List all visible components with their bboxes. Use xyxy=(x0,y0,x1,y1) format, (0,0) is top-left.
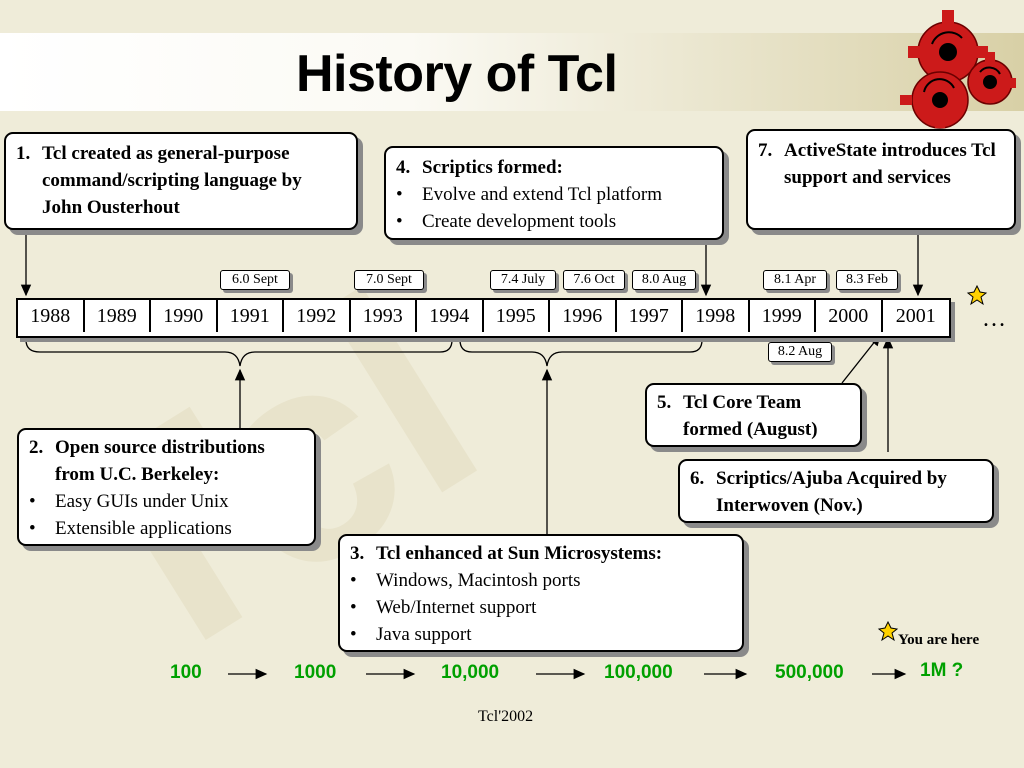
event-number: 5. xyxy=(657,392,672,413)
footer-text: Tcl'2002 xyxy=(478,708,534,725)
timeline-year: 1995 xyxy=(484,300,550,332)
timeline-year: 1988 xyxy=(18,300,85,332)
growth-value: 1M ? xyxy=(920,660,964,681)
release-tag: 8.1 Apr xyxy=(763,270,827,290)
release-tag: 6.0 Sept xyxy=(220,270,290,290)
growth-value: 100,000 xyxy=(604,662,673,683)
event-text: Scriptics/Ajuba Acquired by Interwoven (… xyxy=(716,468,947,516)
timeline-year: 1990 xyxy=(151,300,218,332)
event-box-6: 6. Scriptics/Ajuba Acquired by Interwoven… xyxy=(678,459,994,523)
timeline-bar: 1988 1989 1990 1991 1992 1993 1994 1995 … xyxy=(16,298,951,338)
bullet-dot: • xyxy=(350,570,357,591)
timeline-year: 1992 xyxy=(284,300,351,332)
timeline-year: 2000 xyxy=(816,300,883,332)
event-box-3: 3. Tcl enhanced at Sun Microsystems: • Win… xyxy=(338,534,744,652)
release-tag: 7.4 July xyxy=(490,270,556,290)
page-title: History of Tcl xyxy=(296,45,618,103)
timeline-year: 1993 xyxy=(351,300,417,332)
bullet-text: Java support xyxy=(376,624,472,645)
event-box-5: 5. Tcl Core Team formed (August) xyxy=(645,383,862,447)
event-text: Tcl Core Team formed (August) xyxy=(683,392,818,440)
bullet-text: Windows, Macintosh ports xyxy=(376,570,581,591)
bullet-text: Evolve and extend Tcl platform xyxy=(422,184,662,205)
you-are-here-label: You are here xyxy=(898,632,980,648)
release-tag: 7.6 Oct xyxy=(563,270,625,290)
release-tag: 8.0 Aug xyxy=(632,270,696,290)
event-number: 2. xyxy=(29,437,44,458)
event-text: ActiveState introduces Tcl support and s… xyxy=(784,140,996,188)
event-box-1: 1. Tcl created as general-purpose command… xyxy=(4,132,358,230)
event-number: 4. xyxy=(396,157,411,178)
timeline-year: 1994 xyxy=(417,300,484,332)
release-tag: 7.0 Sept xyxy=(354,270,424,290)
bullet-dot: • xyxy=(396,211,403,232)
timeline-year: 1999 xyxy=(750,300,816,332)
you-are-here-marker-top xyxy=(966,284,988,306)
event-box-2: 2. Open source distributions from U.C. Be… xyxy=(17,428,316,546)
growth-value: 500,000 xyxy=(775,662,844,683)
bullet-text: Create development tools xyxy=(422,211,617,232)
event-box-4: 4. Scriptics formed: • Evolve and extend T… xyxy=(384,146,724,240)
timeline-year: 1991 xyxy=(218,300,284,332)
event-number: 6. xyxy=(690,468,705,489)
event-number: 1. xyxy=(16,143,31,164)
event-text: Tcl enhanced at Sun Microsystems: xyxy=(376,543,663,564)
growth-value: 10,000 xyxy=(441,662,500,683)
bullet-dot: • xyxy=(350,597,357,618)
bullet-text: Easy GUIs under Unix xyxy=(55,491,229,512)
event-box-7: 7. ActiveState introduces Tcl support and… xyxy=(746,129,1016,230)
timeline-year: 1998 xyxy=(683,300,750,332)
growth-value: 1000 xyxy=(294,662,337,683)
release-tag: 8.2 Aug xyxy=(768,342,832,362)
bullet-dot: • xyxy=(29,491,36,512)
bullet-text: Extensible applications xyxy=(55,518,232,539)
timeline-year: 1989 xyxy=(85,300,151,332)
timeline-year: 2001 xyxy=(895,305,936,327)
timeline-year: 1996 xyxy=(550,300,617,332)
timeline-year: 1997 xyxy=(617,300,683,332)
event-text: Scriptics formed: xyxy=(422,157,563,178)
growth-value: 100 xyxy=(170,662,202,683)
bullet-text: Web/Internet support xyxy=(376,597,537,618)
timeline-ellipsis: … xyxy=(982,306,1006,332)
event-number: 7. xyxy=(758,140,773,161)
bullet-dot: • xyxy=(29,518,36,539)
event-text: Open source distributions from U.C. Berk… xyxy=(55,437,265,485)
title-bar xyxy=(0,33,1024,111)
bullet-dot: • xyxy=(350,624,357,645)
you-are-here-marker-bottom xyxy=(877,620,899,642)
release-tag: 8.3 Feb xyxy=(836,270,898,290)
event-text: Tcl created as general-purpose command/s… xyxy=(42,143,302,218)
bullet-dot: • xyxy=(396,184,403,205)
event-number: 3. xyxy=(350,543,365,564)
